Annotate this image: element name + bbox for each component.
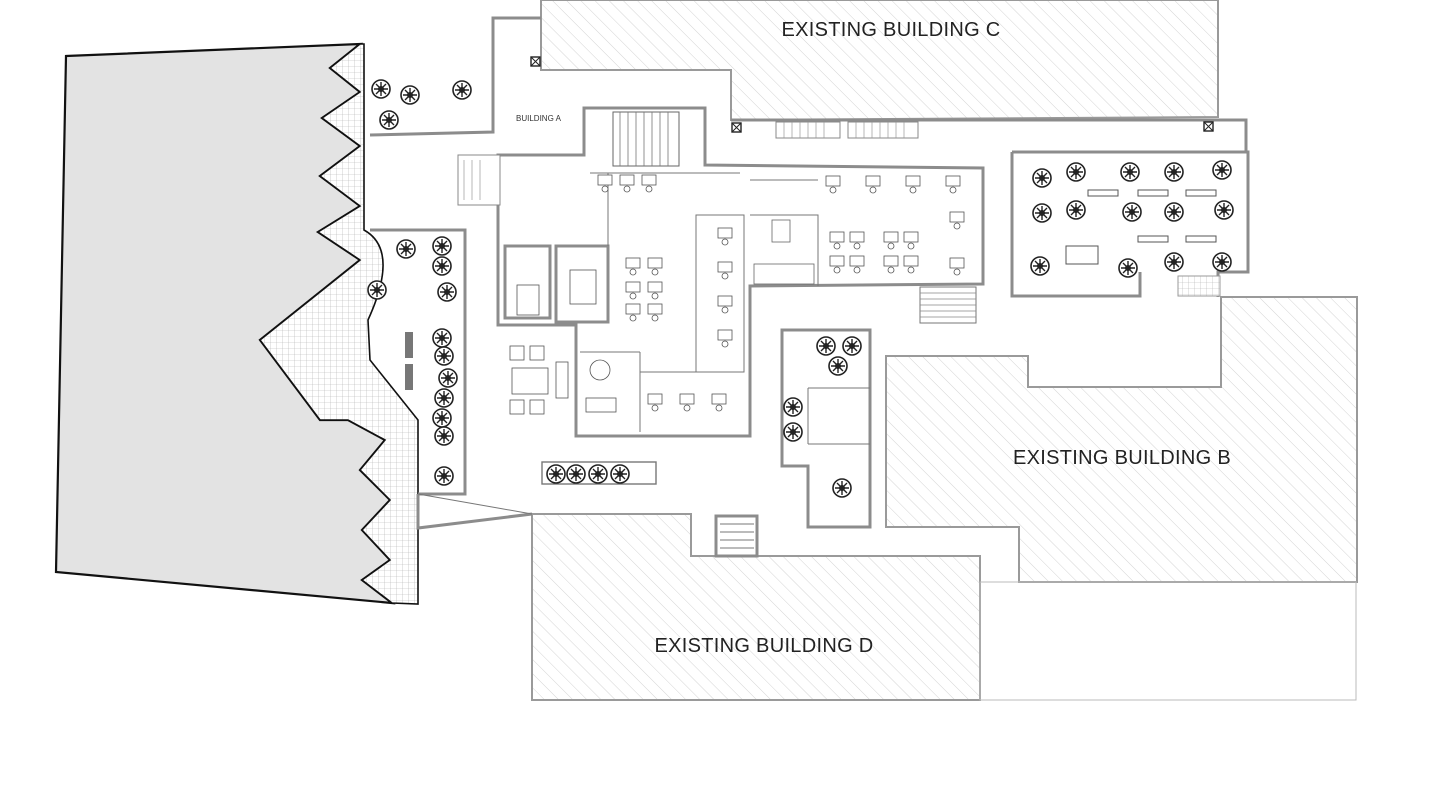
column-markers xyxy=(530,56,1214,133)
building-b-label: EXISTING BUILDING B xyxy=(1013,447,1231,469)
building-c-label: EXISTING BUILDING C xyxy=(781,19,1000,41)
building-d-label: EXISTING BUILDING D xyxy=(654,635,873,657)
existing-building-c: EXISTING BUILDING C xyxy=(540,0,1219,122)
adjacent-massing xyxy=(54,42,419,605)
ramp xyxy=(457,154,501,206)
building-a: BUILDING A xyxy=(457,106,985,438)
existing-building-b: EXISTING BUILDING B xyxy=(885,296,1358,583)
stair-lower xyxy=(919,286,977,324)
site-boundary xyxy=(369,16,1250,558)
existing-building-d: EXISTING BUILDING D xyxy=(531,513,1357,701)
stair xyxy=(612,111,680,167)
building-a-label: BUILDING A xyxy=(516,114,562,123)
